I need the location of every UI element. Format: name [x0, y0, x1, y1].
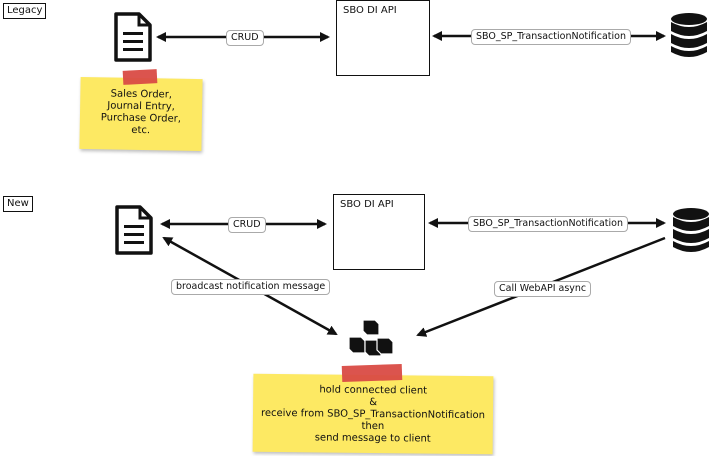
- legacy-di-api-box: SBO DI API: [336, 0, 430, 76]
- legacy-crud-label: CRUD: [226, 30, 264, 46]
- new-crud-label: CRUD: [228, 217, 266, 233]
- document-icon: [114, 12, 152, 62]
- database-icon: [671, 13, 707, 57]
- database-icon: [673, 208, 709, 252]
- broadcast-label: broadcast notification message: [171, 279, 331, 295]
- new-sticky-note: hold connected client & receive from SBO…: [252, 373, 494, 455]
- legacy-notify-label: SBO_SP_TransactionNotification: [471, 29, 631, 45]
- new-di-api-box: SBO DI API: [333, 194, 425, 270]
- legacy-note-line: etc.: [131, 124, 151, 137]
- legacy-tag: Legacy: [3, 3, 47, 19]
- webapi-label: Call WebAPI async: [494, 281, 592, 297]
- cubes-icon: [348, 319, 394, 357]
- legacy-note-tape: [122, 69, 158, 85]
- legacy-di-api-title: SBO DI API: [343, 5, 397, 16]
- new-note-line: send message to client: [314, 432, 431, 445]
- new-notify-label: SBO_SP_TransactionNotification: [468, 216, 628, 232]
- new-tag: New: [3, 196, 33, 212]
- legacy-sticky-note: Sales Order, Journal Entry, Purchase Ord…: [79, 76, 203, 152]
- document-icon: [115, 205, 153, 255]
- new-note-tape: [341, 363, 403, 383]
- new-di-api-title: SBO DI API: [340, 199, 394, 210]
